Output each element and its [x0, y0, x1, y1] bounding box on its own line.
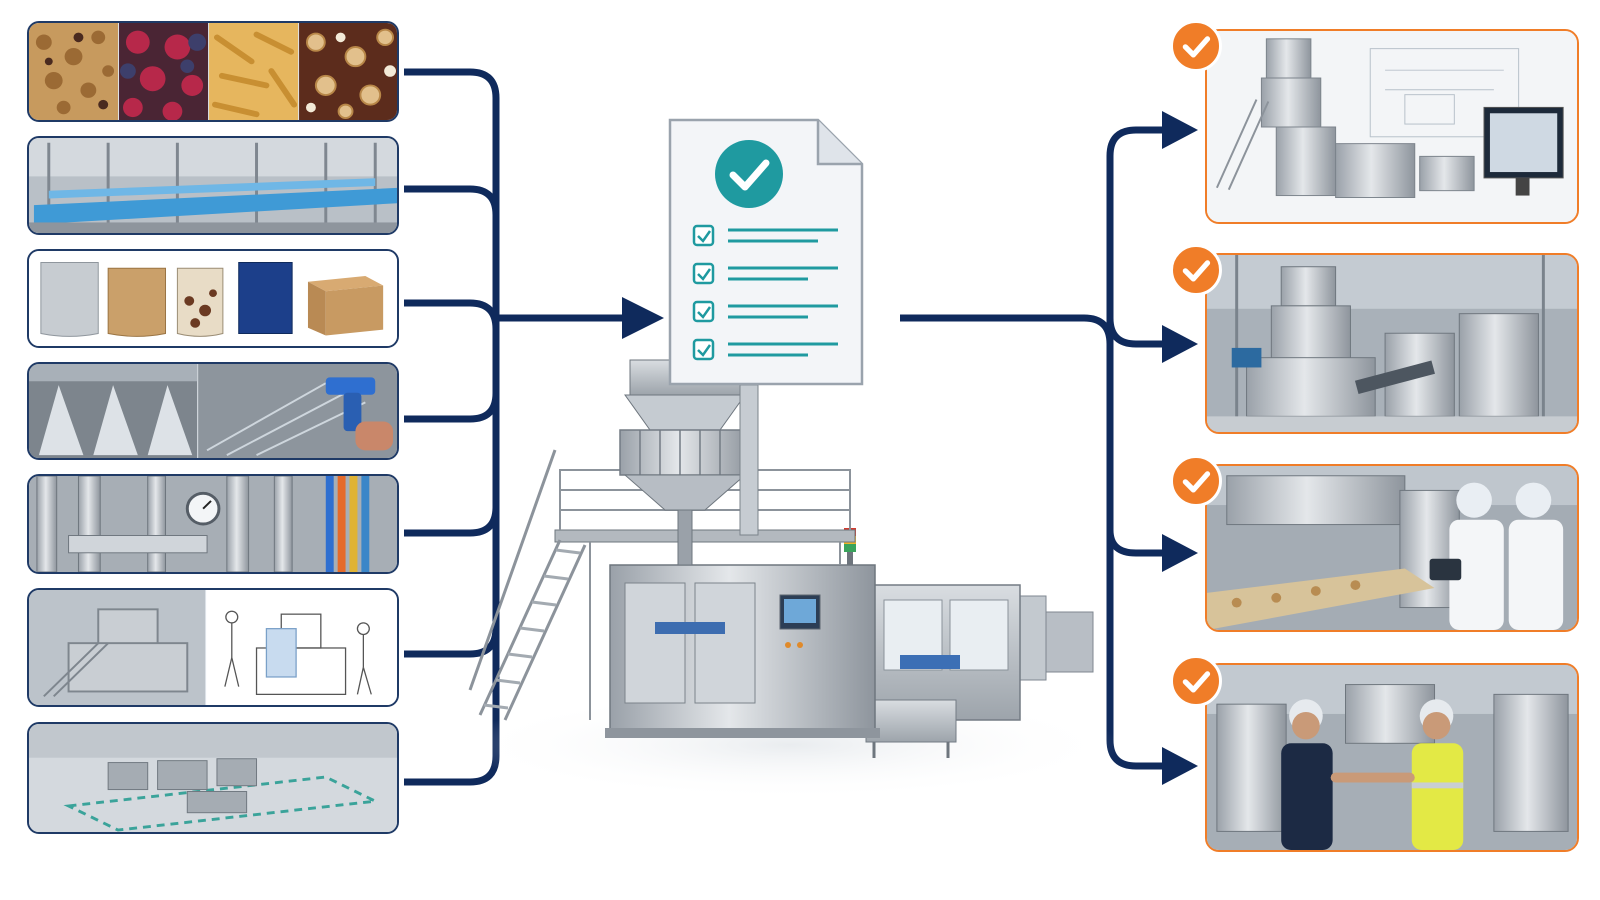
check-icon — [1170, 244, 1222, 296]
input-tile-floor-space — [27, 722, 399, 834]
handshake-people — [1281, 699, 1464, 850]
foil-pouch-icon — [40, 262, 99, 337]
output-tile-testing-validation — [1205, 464, 1579, 632]
output-connectors — [900, 126, 1166, 770]
spray-gun-icon — [325, 377, 394, 451]
check-icon — [1170, 20, 1222, 72]
blue-bag-icon — [238, 262, 293, 335]
floor-marking-icon — [63, 775, 381, 832]
kraft-pouch-icon — [107, 267, 167, 337]
input-tile-production-line — [27, 136, 399, 235]
carton-box-icon — [307, 275, 384, 336]
input-tile-utilities-piping — [27, 474, 399, 574]
check-icon — [1170, 655, 1222, 707]
conveyor-icon — [33, 187, 397, 225]
document-check-icon — [668, 118, 864, 386]
input-connectors — [404, 68, 624, 786]
checklist-items — [692, 224, 838, 361]
pipe-icon — [36, 476, 293, 572]
input-tile-packaging-formats — [27, 249, 399, 348]
output-tile-design-and-cad — [1205, 29, 1579, 224]
output-arrowheads — [1162, 111, 1198, 785]
check-icon — [1170, 455, 1222, 507]
input-tile-product-samples — [27, 21, 399, 122]
pressure-gauge-icon — [185, 491, 221, 526]
input-tile-washdown-cleaning — [27, 362, 399, 460]
arrow-to-checklist — [622, 297, 664, 339]
packaging-machine — [468, 359, 1094, 758]
platform-icon — [43, 608, 189, 697]
input-tile-layout-design — [27, 588, 399, 707]
line-drawing-icon — [224, 610, 372, 695]
output-tile-factory-build — [1205, 253, 1579, 434]
spray-nozzle-icon — [38, 385, 193, 456]
output-tile-handover-support — [1205, 663, 1579, 852]
clear-pouch-icon — [176, 267, 224, 337]
